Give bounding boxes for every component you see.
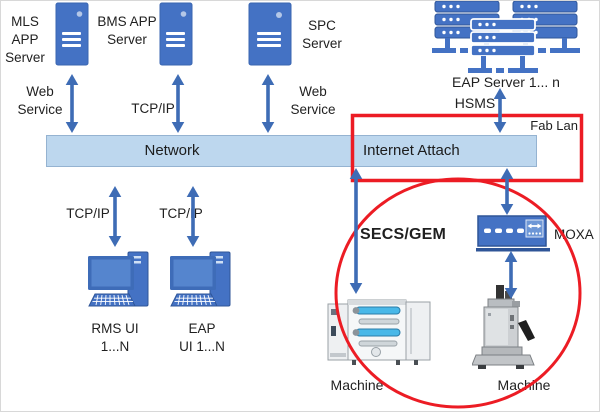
moxa-label: MOXA [554,227,594,242]
eap-cluster-label: EAP Server 1... n [452,74,560,90]
server-tower-icon-bms [159,2,193,66]
desktop-pc-icon-eap [170,251,231,307]
hsms-label: HSMS [454,95,496,111]
spc-server-label: SPC Server [302,18,342,51]
server-tower-icon-spc [248,2,292,66]
web-service-label-right: Web Service [290,84,336,117]
desktop-pc-icon-rms [88,251,149,307]
network-bus-bar: Network Internet Attach [46,135,537,167]
arrow-internet-moxa [500,168,514,215]
tcpip-label-bottom-right: TCP/IP [159,206,203,221]
tcpip-label-top: TCP/IP [131,101,175,116]
fab-lan-label: Fab Lan [530,118,578,133]
moxa-device-icon [476,215,550,252]
mls-server-label: MLS APP Server [5,14,45,65]
arrow-web-service-right [261,74,275,133]
slitter-machine-image [327,299,431,365]
bms-server-label: BMS APP Server [97,14,157,47]
machine-label-right: Machine [497,377,551,393]
secs-gem-label: SECS/GEM [360,226,447,243]
eap-ui-label: EAP UI 1...N [179,321,225,354]
tcpip-label-bottom-left: TCP/IP [66,206,110,221]
server-tower-icon-mls [55,2,89,66]
rack-server-cluster-icon [432,1,580,73]
network-bar-label: Network [144,142,200,159]
web-service-label-left: Web Service [17,84,63,117]
rms-ui-label: RMS UI 1...N [91,321,139,354]
internet-attach-label: Internet Attach [363,142,460,159]
press-machine-image [472,285,535,369]
machine-label-left: Machine [330,377,384,393]
